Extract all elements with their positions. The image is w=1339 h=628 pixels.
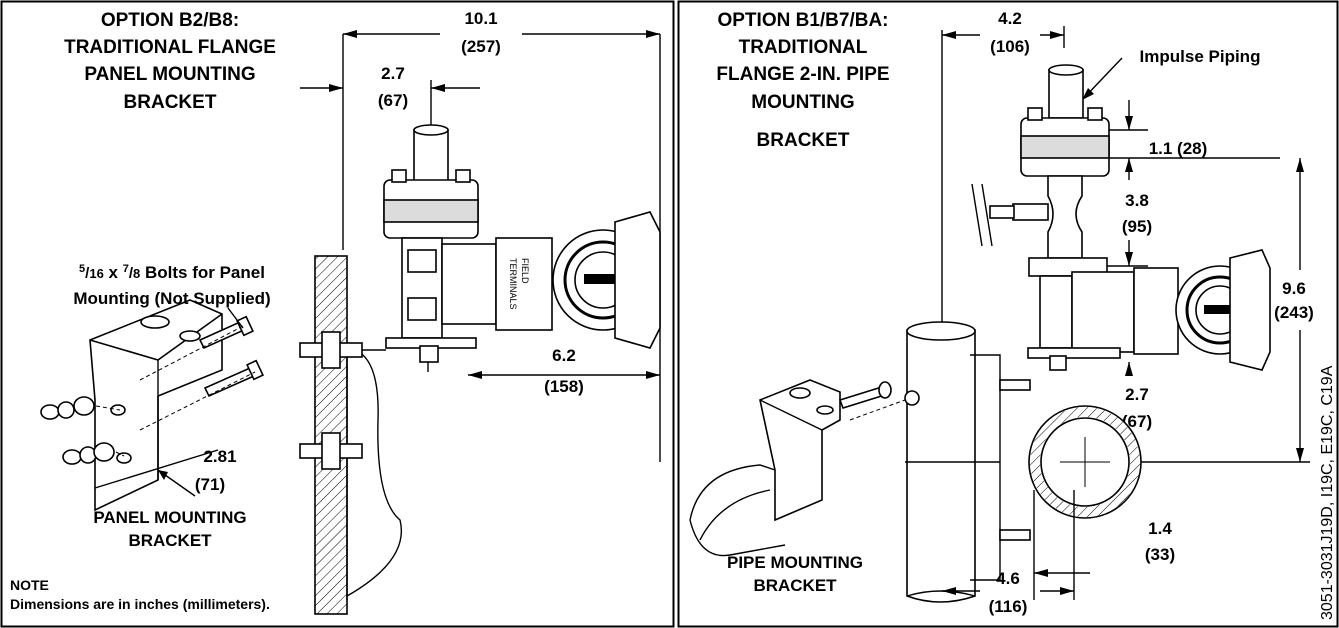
right-transmitter: [971, 64, 1271, 371]
dim-pipe-offset-mm: (33): [1145, 545, 1175, 564]
panel-bracket-exploded: 2.81 (71): [40, 299, 264, 512]
figure-id: 3051-3031J19D, I19C, E19C, C19A: [1319, 365, 1336, 620]
panel-bracket-label-1: PANEL MOUNTING: [93, 508, 246, 527]
pipe-bracket-exploded: [689, 379, 920, 557]
dim-bottom-mm: (116): [989, 597, 1028, 616]
dim-overall-value: 10.1: [464, 9, 497, 28]
dim-offset-mm: (67): [378, 91, 408, 110]
right-title-line-3: FLANGE 2-IN. PIPE: [716, 64, 889, 85]
dim-height-mm: (243): [1274, 303, 1314, 322]
dim-middle-mm: (95): [1122, 217, 1152, 236]
left-title: OPTION B2/B8: TRADITIONAL FLANGE PANEL M…: [64, 10, 276, 113]
left-frame: [0, 0, 675, 628]
note-heading: NOTE: [10, 577, 49, 593]
housing-field: FIELD: [520, 258, 530, 284]
dim-depth-value: 6.2: [552, 346, 576, 365]
dim-bracket-value: 2.81: [203, 447, 236, 466]
panel-bracket-label-2: BRACKET: [128, 531, 212, 550]
pipe-clamp: [905, 354, 1142, 581]
dim-depth-mm: (158): [544, 377, 584, 396]
left-title-line-1: OPTION B2/B8:: [101, 10, 239, 31]
impulse-label: Impulse Piping: [1140, 47, 1261, 66]
left-title-line-3: PANEL MOUNTING: [84, 64, 255, 85]
dim-width-value: 4.2: [998, 9, 1022, 28]
dim-bottom-value: 4.6: [996, 569, 1020, 588]
dim-flange: 1.1 (28): [1109, 100, 1280, 159]
right-title-line-2: TRADITIONAL: [739, 37, 868, 58]
dim-height-value: 9.6: [1282, 279, 1306, 298]
housing-terminals: TERMINALS: [508, 258, 518, 310]
dim-middle: 3.8 (95): [1107, 158, 1152, 267]
pipe-bracket-label-1: PIPE MOUNTING: [727, 553, 863, 572]
pipe-bracket-label-2: BRACKET: [753, 576, 837, 595]
dim-depth: 6.2 (158): [468, 346, 660, 396]
right-title-line-4: MOUNTING: [751, 92, 854, 113]
right-title-line-1: OPTION B1/B7/BA:: [717, 10, 888, 31]
bolts-label-line-2: Mounting (Not Supplied): [73, 289, 270, 308]
bolts-label: 5/16 x 7/8 Bolts for Panel Mounting (Not…: [73, 263, 271, 329]
right-title: OPTION B1/B7/BA: TRADITIONAL FLANGE 2-IN…: [716, 10, 889, 151]
right-frame: [677, 0, 1339, 628]
dim-overall-mm: (257): [461, 37, 501, 56]
right-title-line-5: BRACKET: [757, 130, 850, 151]
dim-flange-value: 1.1 (28): [1149, 139, 1208, 158]
left-title-line-4: BRACKET: [124, 92, 217, 113]
left-title-line-2: TRADITIONAL FLANGE: [64, 37, 276, 58]
mounting-pipe: [906, 321, 976, 603]
dim-width-mm: (106): [990, 37, 1030, 56]
bolts-label-line-1: 5/16 x 7/8 Bolts for Panel: [79, 263, 265, 282]
dim-lower-mm: (67): [1122, 412, 1152, 431]
dim-middle-value: 3.8: [1125, 191, 1149, 210]
note-text: Dimensions are in inches (millimeters).: [10, 596, 270, 612]
panel-bracket-installed: [299, 331, 402, 600]
dim-pipe-offset: 1.4 (33): [1033, 490, 1175, 600]
dim-pipe-offset-value: 1.4: [1148, 519, 1172, 538]
dim-bottom: 4.6 (116): [942, 490, 1075, 616]
dim-offset-value: 2.7: [381, 64, 405, 83]
dim-lower-value: 2.7: [1125, 385, 1149, 404]
left-transmitter: FIELD TERMINALS: [383, 124, 661, 372]
dim-bracket-mm: (71): [195, 475, 225, 494]
dim-height: 9.6 (243): [1100, 158, 1314, 463]
